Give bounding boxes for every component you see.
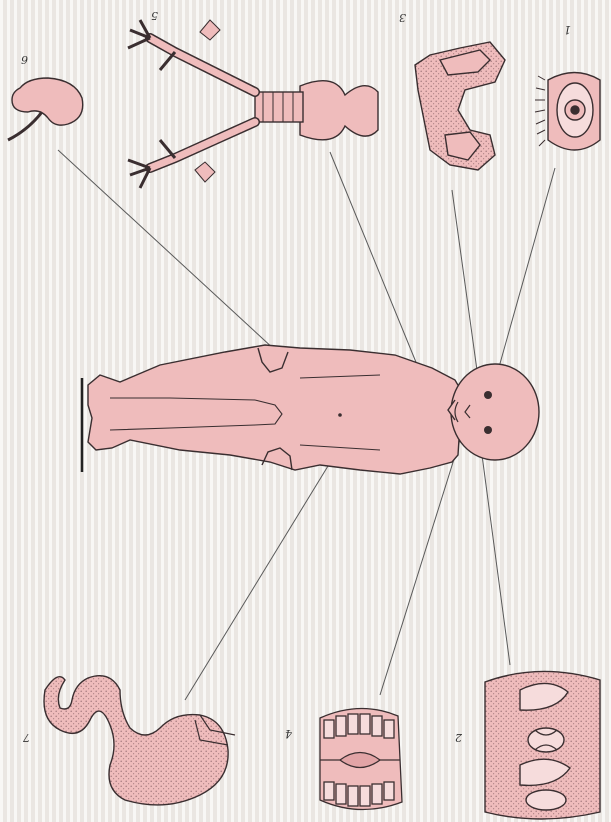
label-nasal: 2 xyxy=(455,731,463,744)
organ-kidney xyxy=(8,78,83,140)
left-eye xyxy=(484,391,492,399)
organ-intestine xyxy=(44,676,235,805)
organ-lungs xyxy=(128,20,378,188)
leader-line-lungs xyxy=(330,152,420,372)
leader-line-kidney xyxy=(58,150,275,350)
organ-eye xyxy=(535,73,600,151)
label-kidney: 6 xyxy=(21,53,28,66)
organ-nasal xyxy=(485,671,600,819)
navel xyxy=(338,413,342,417)
leader-line-intestine xyxy=(185,430,350,700)
torso-and-limbs xyxy=(88,345,462,474)
leader-line-eye xyxy=(492,168,555,392)
head xyxy=(451,364,539,460)
label-ear: 3 xyxy=(399,11,406,24)
leader-line-nasal xyxy=(482,455,510,665)
human-figure xyxy=(82,345,539,474)
right-eye xyxy=(484,426,492,434)
organ-mouth xyxy=(320,708,402,809)
label-eye: 1 xyxy=(564,23,571,36)
leader-line-mouth xyxy=(380,440,460,695)
organ-ear xyxy=(415,42,505,170)
label-intestine: 7 xyxy=(23,731,30,744)
label-lungs: 5 xyxy=(151,9,158,22)
label-mouth: 4 xyxy=(285,727,293,740)
leader-line-ear xyxy=(452,190,480,392)
